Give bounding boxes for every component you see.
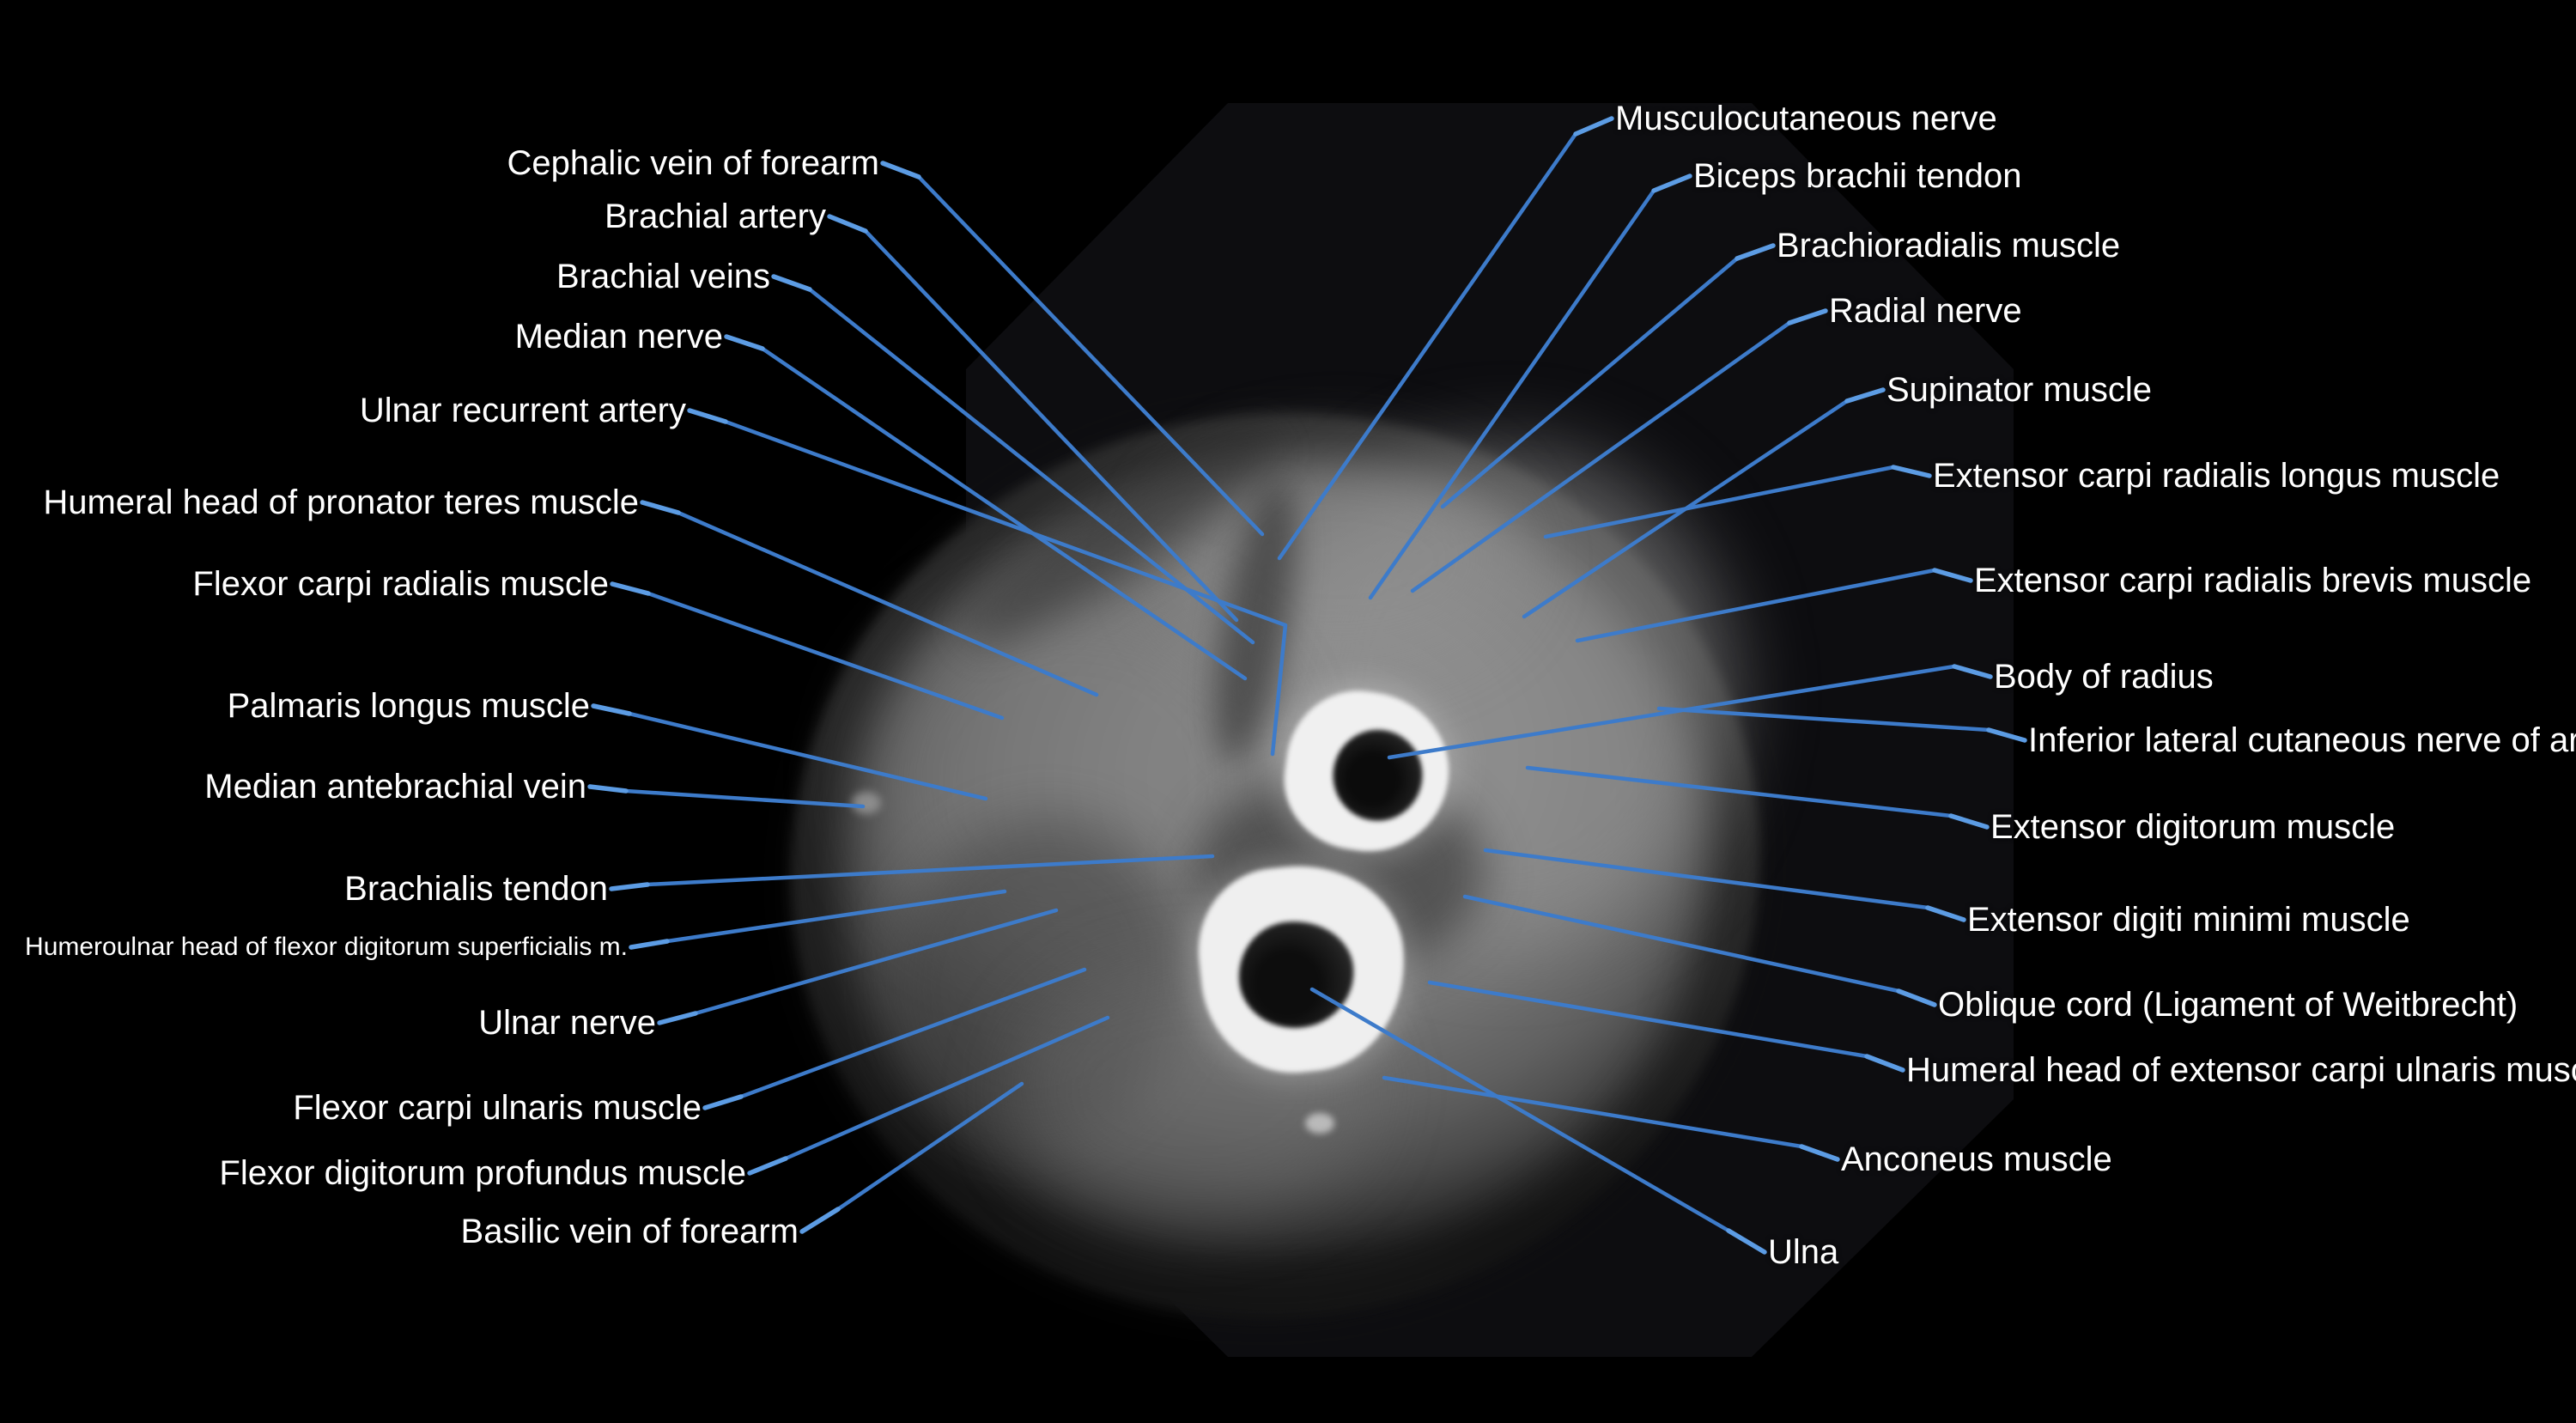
leader-stub-flexor-carpi-radialis-muscle [610, 581, 651, 596]
anatomy-label-brachioradialis-muscle: Brachioradialis muscle [1777, 227, 2121, 265]
leader-stub-oblique-cord-ligament-of-weitbrecht [1896, 988, 1937, 1007]
anatomy-label-humeroulnar-head-of-flexor-digitorum-superficialis-m: Humeroulnar head of flexor digitorum sup… [25, 933, 628, 961]
leader-stub-median-nerve [724, 334, 765, 351]
anatomy-label-brachialis-tendon: Brachialis tendon [344, 870, 608, 908]
leader-stub-extensor-carpi-radialis-brevis-muscle [1932, 568, 1973, 583]
leader-stub-humeral-head-of-pronator-teres-muscle [640, 500, 681, 515]
leader-stub-musculocutaneous-nerve [1573, 116, 1614, 137]
anatomy-label-humeral-head-of-extensor-carpi-ulnaris-muscle: Humeral head of extensor carpi ulnaris m… [1906, 1051, 2576, 1089]
leader-stub-palmaris-longus-muscle [591, 703, 632, 716]
anatomy-label-ulnar-recurrent-artery: Ulnar recurrent artery [359, 392, 686, 429]
leader-stub-cephalic-vein-of-forearm [880, 161, 921, 179]
anatomy-label-flexor-carpi-ulnaris-muscle: Flexor carpi ulnaris muscle [293, 1089, 702, 1127]
anatomy-label-flexor-carpi-radialis-muscle: Flexor carpi radialis muscle [192, 565, 609, 603]
leader-stub-humeral-head-of-extensor-carpi-ulnaris-muscle [1864, 1054, 1905, 1073]
leader-stub-brachialis-tendon [609, 882, 650, 891]
anatomy-label-ulna: Ulna [1768, 1233, 1839, 1271]
anatomy-label-inferior-lateral-cutaneous-nerve-of-arm: Inferior lateral cutaneous nerve of arm [2028, 721, 2576, 759]
anatomy-label-supinator-muscle: Supinator muscle [1886, 371, 2153, 409]
anatomy-label-anconeus-muscle: Anconeus muscle [1841, 1140, 2112, 1178]
anatomy-label-palmaris-longus-muscle: Palmaris longus muscle [227, 687, 590, 725]
anatomy-label-radial-nerve: Radial nerve [1829, 292, 2022, 330]
anatomy-label-cephalic-vein-of-forearm: Cephalic vein of forearm [507, 144, 879, 182]
leader-stub-body-of-radius [1952, 664, 1993, 679]
leader-stub-humeroulnar-head-of-flexor-digitorum-superficialis-m [629, 939, 670, 950]
anatomy-label-extensor-carpi-radialis-brevis-muscle: Extensor carpi radialis brevis muscle [1974, 562, 2532, 599]
leader-stub-median-antebrachial-vein [587, 784, 629, 794]
anatomy-label-biceps-brachii-tendon: Biceps brachii tendon [1693, 157, 2022, 195]
anatomy-label-flexor-digitorum-profundus-muscle: Flexor digitorum profundus muscle [219, 1154, 746, 1192]
leader-stub-supinator-muscle [1844, 387, 1886, 404]
leader-stub-radial-nerve [1787, 308, 1828, 325]
leader-stub-basilic-vein-of-forearm [799, 1207, 841, 1234]
anatomy-label-ulnar-nerve: Ulnar nerve [478, 1004, 656, 1042]
leader-stub-inferior-lateral-cutaneous-nerve-of-arm [1986, 727, 2027, 743]
anatomy-label-extensor-digitorum-muscle: Extensor digitorum muscle [1990, 808, 2396, 846]
leader-stub-brachial-artery [827, 214, 868, 234]
leader-stub-ulnar-recurrent-artery [687, 408, 728, 424]
anatomy-label-median-nerve: Median nerve [514, 318, 723, 356]
leader-stub-ulnar-nerve [657, 1011, 698, 1025]
leader-stub-flexor-digitorum-profundus-muscle [747, 1156, 788, 1176]
anatomy-label-median-antebrachial-vein: Median antebrachial vein [204, 768, 586, 806]
anatomy-label-brachial-veins: Brachial veins [556, 258, 770, 295]
anatomy-label-extensor-digiti-minimi-muscle: Extensor digiti minimi muscle [1967, 901, 2410, 939]
anatomy-label-musculocutaneous-nerve: Musculocutaneous nerve [1615, 100, 1997, 137]
posterior-skin-nub [1305, 1113, 1334, 1134]
leader-stub-anconeus-muscle [1799, 1144, 1840, 1162]
anatomy-label-extensor-carpi-radialis-longus-muscle: Extensor carpi radialis longus muscle [1933, 457, 2500, 495]
anatomy-label-humeral-head-of-pronator-teres-muscle: Humeral head of pronator teres muscle [43, 483, 639, 521]
leader-stub-extensor-carpi-radialis-longus-muscle [1891, 465, 1932, 478]
leader-stub-biceps-brachii-tendon [1651, 173, 1692, 193]
leader-stub-ulna [1726, 1228, 1767, 1255]
superficial-vein-spot [852, 792, 881, 814]
leader-stub-extensor-digitorum-muscle [1948, 813, 1990, 830]
anatomy-label-brachial-artery: Brachial artery [605, 198, 826, 235]
leader-stub-brachioradialis-muscle [1735, 243, 1776, 261]
anatomy-label-body-of-radius: Body of radius [1994, 658, 2214, 696]
leader-stub-brachial-veins [771, 274, 812, 292]
anatomy-label-oblique-cord-ligament-of-weitbrecht: Oblique cord (Ligament of Weitbrecht) [1938, 986, 2518, 1024]
leader-stub-extensor-digiti-minimi-muscle [1925, 905, 1966, 922]
anatomy-label-basilic-vein-of-forearm: Basilic vein of forearm [460, 1213, 799, 1250]
leader-stub-flexor-carpi-ulnaris-muscle [702, 1094, 744, 1110]
